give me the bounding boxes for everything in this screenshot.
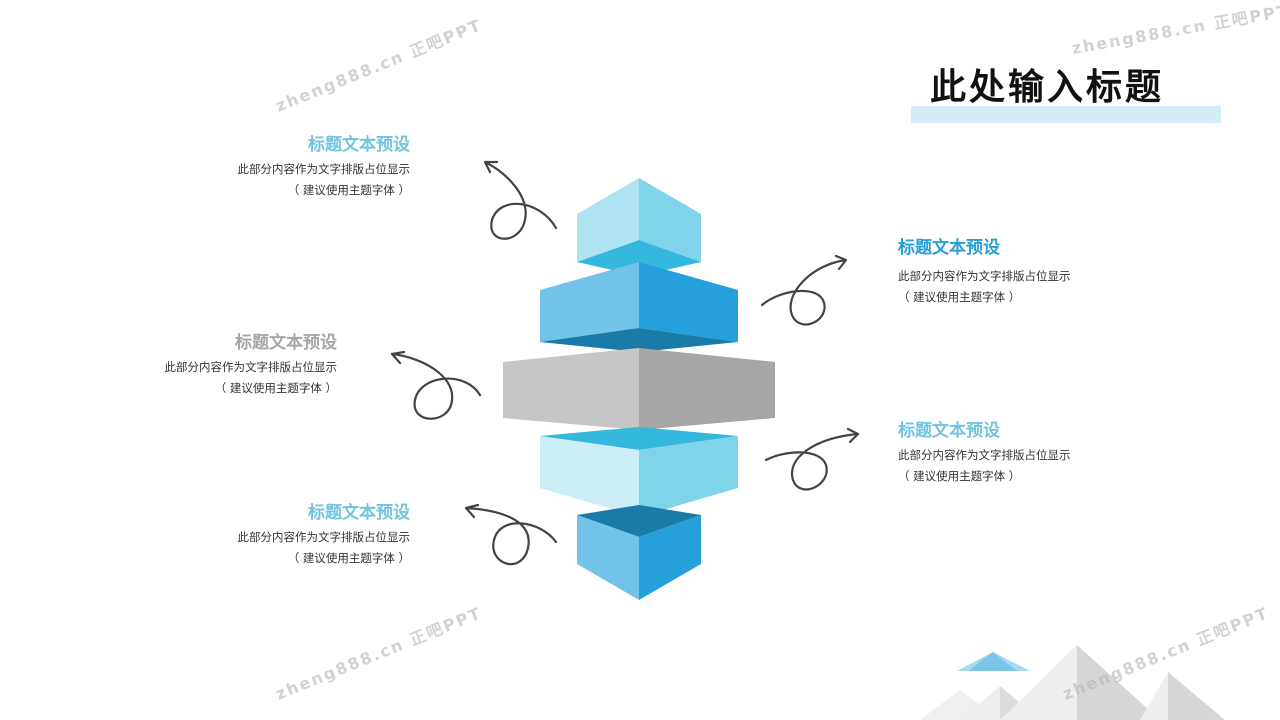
block-body: 此部分内容作为文字排版占位显示 bbox=[164, 360, 338, 374]
text-block-bottom-right: 标题文本预设 此部分内容作为文字排版占位显示 （ 建议使用主题字体 ） bbox=[898, 416, 1158, 487]
block-note: （ 建议使用主题字体 ） bbox=[898, 290, 1021, 304]
curly-arrow-icon bbox=[764, 427, 860, 491]
block-body: 此部分内容作为文字排版占位显示 bbox=[237, 530, 411, 544]
text-block-bottom-left: 标题文本预设 此部分内容作为文字排版占位显示 （ 建议使用主题字体 ） bbox=[150, 498, 411, 569]
curly-arrow-icon bbox=[760, 254, 848, 326]
top-cube bbox=[577, 178, 701, 276]
block-body: 此部分内容作为文字排版占位显示 bbox=[898, 448, 1071, 462]
bottom-cube bbox=[577, 505, 701, 600]
block-heading: 标题文本预设 bbox=[898, 421, 1000, 441]
block-heading: 标题文本预设 bbox=[308, 135, 410, 155]
text-block-middle-left: 标题文本预设 此部分内容作为文字排版占位显示 （ 建议使用主题字体 ） bbox=[77, 328, 338, 399]
mountains-decoration bbox=[920, 645, 1225, 720]
title-underline-bar bbox=[911, 106, 1221, 123]
text-block-top-left: 标题文本预设 此部分内容作为文字排版占位显示 （ 建议使用主题字体 ） bbox=[150, 130, 411, 201]
block-heading: 标题文本预设 bbox=[898, 238, 1000, 258]
block-heading: 标题文本预设 bbox=[308, 503, 410, 523]
slide-title: 此处输入标题 bbox=[930, 67, 1165, 108]
second-block bbox=[540, 262, 738, 352]
block-heading: 标题文本预设 bbox=[235, 333, 337, 353]
block-note: （ 建议使用主题字体 ） bbox=[287, 551, 410, 565]
block-body: 此部分内容作为文字排版占位显示 bbox=[237, 162, 411, 176]
block-note: （ 建议使用主题字体 ） bbox=[898, 469, 1021, 483]
curly-arrow-icon bbox=[483, 160, 558, 240]
block-note: （ 建议使用主题字体 ） bbox=[214, 381, 337, 395]
block-body: 此部分内容作为文字排版占位显示 bbox=[898, 269, 1071, 283]
block-note: （ 建议使用主题字体 ） bbox=[287, 183, 410, 197]
fourth-block bbox=[540, 427, 738, 517]
curly-arrow-icon bbox=[464, 503, 558, 566]
curly-arrow-icon bbox=[390, 350, 482, 420]
text-block-top-right: 标题文本预设 此部分内容作为文字排版占位显示 （ 建议使用主题字体 ） bbox=[898, 233, 1158, 308]
gray-block bbox=[503, 348, 775, 430]
